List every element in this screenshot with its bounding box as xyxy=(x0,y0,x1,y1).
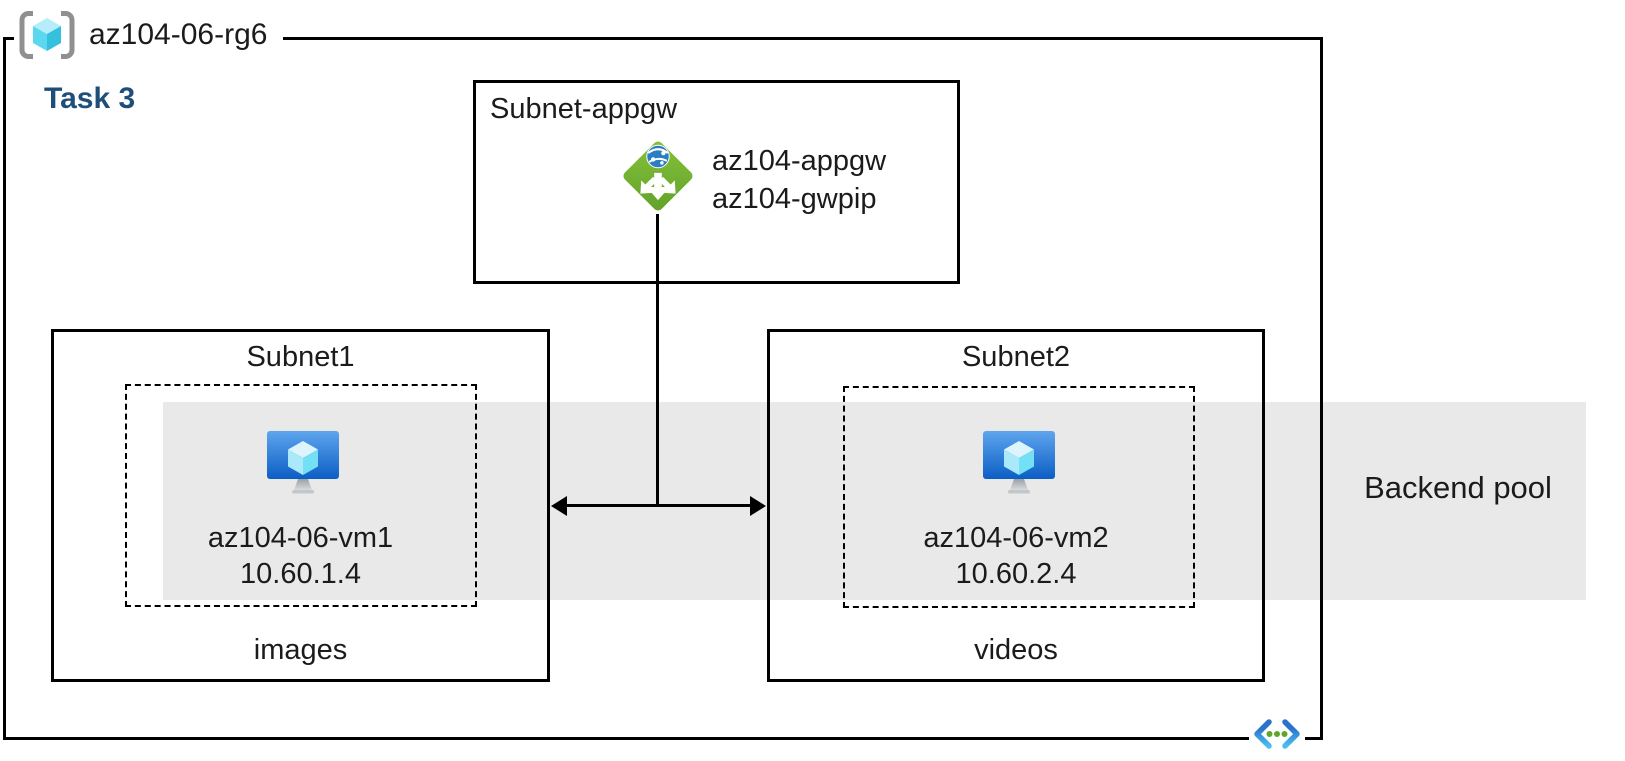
vm1-label: az104-06-vm1 10.60.1.4 xyxy=(54,520,547,592)
subnet1-box: Subnet1 az104-06-vm1 10.60.1.4 images xyxy=(51,329,550,682)
subnet1-dashed-zone xyxy=(125,384,477,607)
virtual-machine-icon xyxy=(265,427,341,500)
resource-group-header: az104-06-rg6 xyxy=(14,6,284,64)
arrowhead-right-icon xyxy=(750,496,766,516)
resource-group-name: az104-06-rg6 xyxy=(89,18,268,51)
vm2-name: az104-06-vm2 xyxy=(923,522,1109,554)
vm2-label: az104-06-vm2 10.60.2.4 xyxy=(770,520,1262,592)
appgw-name: az104-appgw xyxy=(712,145,887,177)
resource-group-box xyxy=(3,37,1323,740)
subnet1-title: Subnet1 xyxy=(246,341,355,373)
virtual-machine-icon xyxy=(981,427,1057,500)
arrowhead-left-icon xyxy=(551,496,567,516)
vm1-name: az104-06-vm1 xyxy=(207,522,394,554)
subnet2-title: Subnet2 xyxy=(961,341,1071,373)
appgw-subnet-title: Subnet-appgw xyxy=(490,93,678,125)
task-heading: Task 3 xyxy=(44,82,136,115)
resource-group-icon xyxy=(18,9,76,61)
appgw-labels: az104-appgw az104-gwpip xyxy=(712,142,886,218)
subnet2-dashed-zone xyxy=(843,386,1195,608)
subnet2-box: Subnet2 az104-06-vm2 10.60.2.4 videos xyxy=(767,329,1265,682)
appgw-subnet-box: Subnet-appgw xyxy=(473,80,960,284)
backend-pool-band xyxy=(163,402,1586,600)
backend-pool-label: Backend pool xyxy=(1364,470,1552,505)
subnet1-caption: images xyxy=(253,634,348,666)
appgw-public-ip: az104-gwpip xyxy=(712,183,877,215)
vm1-ip: 10.60.1.4 xyxy=(240,558,361,590)
application-gateway-icon xyxy=(619,137,697,220)
subnet2-caption: videos xyxy=(974,634,1058,666)
virtual-network-icon xyxy=(1249,714,1305,759)
connector-vertical-line xyxy=(656,214,659,507)
vm2-ip: 10.60.2.4 xyxy=(955,558,1077,590)
connector-horizontal-line xyxy=(559,504,759,507)
